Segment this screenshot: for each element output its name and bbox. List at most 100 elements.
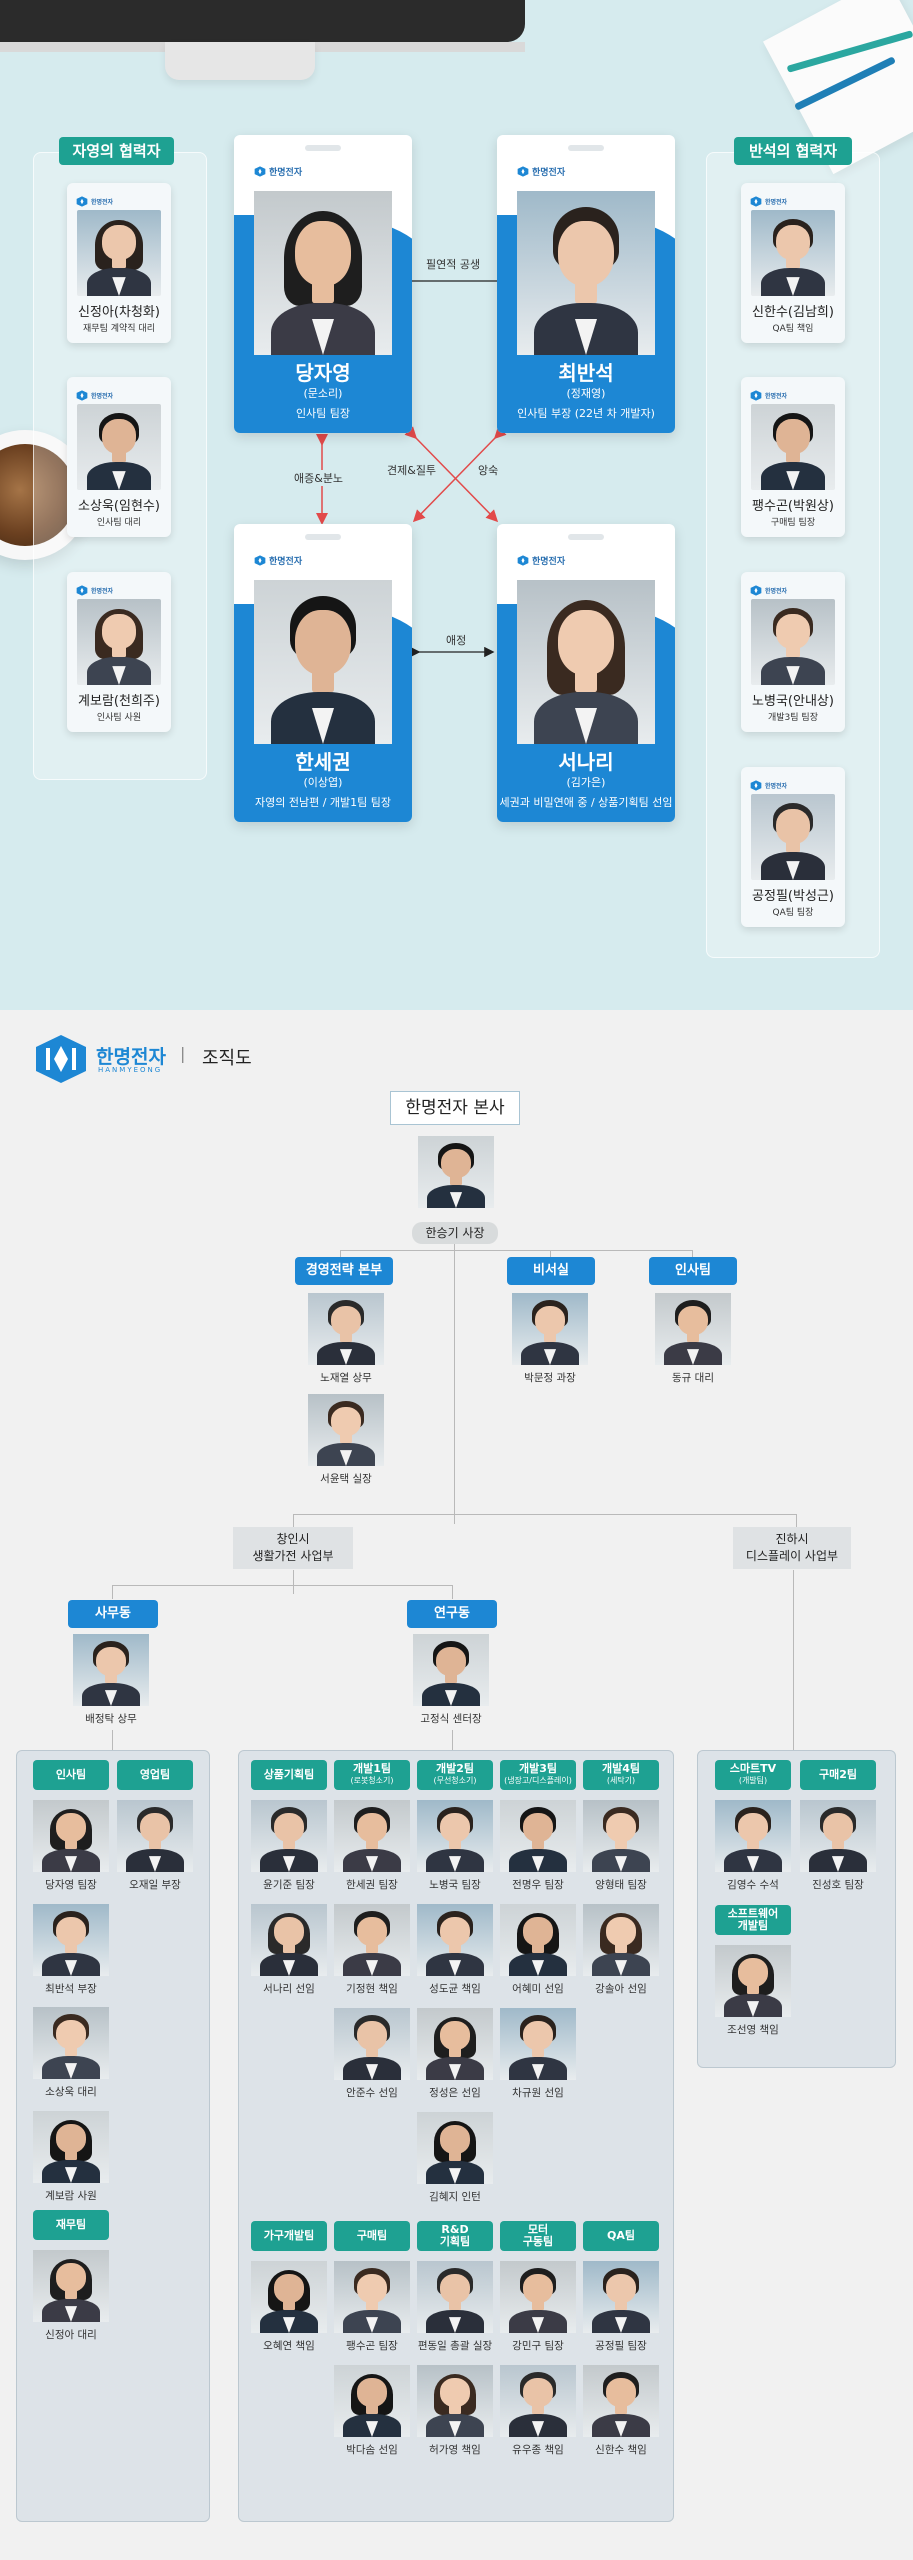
org-person[interactable]: 박문정 과장 bbox=[512, 1293, 588, 1385]
org-person-name: 어혜미 선임 bbox=[512, 1983, 564, 1995]
org-person-name: 김혜지 인턴 bbox=[429, 2191, 481, 2203]
org-person[interactable]: 오재일 부장 bbox=[117, 1800, 193, 1892]
ally-role: 인사팀 대리 bbox=[96, 518, 142, 528]
team-name: 재무팀 bbox=[55, 2218, 87, 2231]
org-person[interactable]: 서윤택 실장 bbox=[308, 1394, 384, 1486]
org-person[interactable]: 오혜연 책임 bbox=[251, 2261, 327, 2353]
org-person[interactable]: 신한수 책임 bbox=[583, 2365, 659, 2457]
org-person[interactable]: 공정필 팀장 bbox=[583, 2261, 659, 2353]
team-name: 개발3팀 bbox=[518, 1762, 557, 1775]
org-person-name: 박문정 과장 bbox=[524, 1372, 576, 1384]
org-person[interactable]: 안준수 선임 bbox=[334, 2008, 410, 2100]
org-person[interactable]: 유우종 책임 bbox=[500, 2365, 576, 2457]
connector-line bbox=[340, 1250, 692, 1251]
org-person-photo bbox=[655, 1293, 731, 1365]
org-person-photo bbox=[500, 1904, 576, 1976]
org-person[interactable]: 당자영 팀장 bbox=[33, 1800, 109, 1892]
org-person-photo bbox=[417, 1800, 493, 1872]
org-person-photo bbox=[583, 1904, 659, 1976]
relation-arrow-cross2 bbox=[412, 426, 507, 523]
org-person[interactable]: 동규 대리 bbox=[655, 1293, 731, 1385]
org-person[interactable]: 허가영 책임 bbox=[417, 2365, 493, 2457]
org-person-photo bbox=[334, 2365, 410, 2437]
character-actor: (문소리) bbox=[303, 387, 343, 400]
org-person[interactable]: 박다솜 선임 bbox=[334, 2365, 410, 2457]
org-person-photo bbox=[33, 1800, 109, 1872]
org-person-name: 강민구 팀장 bbox=[512, 2340, 564, 2352]
org-person-name: 차규원 선임 bbox=[512, 2087, 564, 2099]
org-person-name: 노병국 팀장 bbox=[429, 1879, 481, 1891]
org-person[interactable]: 윤기준 팀장 bbox=[251, 1800, 327, 1892]
org-person[interactable]: 진성호 팀장 bbox=[800, 1800, 876, 1892]
org-person-name: 편동일 총괄 실장 bbox=[417, 2340, 493, 2352]
org-person[interactable]: 성도균 책임 bbox=[417, 1904, 493, 1996]
org-person[interactable]: 정성은 선임 bbox=[417, 2008, 493, 2100]
org-person[interactable]: 전명우 팀장 bbox=[500, 1800, 576, 1892]
org-person[interactable]: 차규원 선임 bbox=[500, 2008, 576, 2100]
card-lanyard-hole bbox=[568, 534, 604, 540]
portrait-photo bbox=[334, 2261, 410, 2333]
org-person-name: 윤기준 팀장 bbox=[263, 1879, 315, 1891]
org-person[interactable]: 김혜지 인턴 bbox=[417, 2112, 493, 2204]
org-person[interactable]: 계보람 사원 bbox=[33, 2111, 109, 2203]
team-label: 가구개발팀 bbox=[251, 2221, 327, 2251]
org-person[interactable]: 최반석 부장 bbox=[33, 1904, 109, 1996]
hq-box: 한명전자 본사 bbox=[390, 1091, 520, 1125]
portrait-photo bbox=[715, 1800, 791, 1872]
org-person[interactable]: 배정탁 상무 bbox=[73, 1634, 149, 1726]
org-person[interactable]: 고정식 센터장 bbox=[413, 1634, 489, 1726]
org-person-photo bbox=[251, 2261, 327, 2333]
team-label: 개발1팀(로봇청소기) bbox=[334, 1760, 410, 1790]
org-person-name: 기정현 책임 bbox=[346, 1983, 398, 1995]
portrait-photo bbox=[417, 2008, 493, 2080]
org-person[interactable]: 강민구 팀장 bbox=[500, 2261, 576, 2353]
org-person[interactable]: 기정현 책임 bbox=[334, 1904, 410, 1996]
ceo-label: 한승기 사장 bbox=[412, 1222, 498, 1244]
portrait-photo bbox=[417, 2261, 493, 2333]
org-person-photo bbox=[417, 1904, 493, 1976]
org-person[interactable]: 팽수곤 팀장 bbox=[334, 2261, 410, 2353]
left-ally-tag: 자영의 협력자 bbox=[59, 137, 174, 165]
org-person[interactable]: 편동일 총괄 실장 bbox=[417, 2261, 493, 2353]
org-person-name: 신한수 책임 bbox=[595, 2444, 647, 2456]
org-person-name: 허가영 책임 bbox=[429, 2444, 481, 2456]
ally-name: 계보람(천희주) bbox=[78, 694, 160, 709]
portrait-photo bbox=[251, 1800, 327, 1872]
org-person[interactable]: 소상욱 대리 bbox=[33, 2007, 109, 2099]
monitor-decor bbox=[0, 0, 525, 42]
org-person-name: 동규 대리 bbox=[672, 1372, 714, 1384]
org-person[interactable]: 노병국 팀장 bbox=[417, 1800, 493, 1892]
org-person-name: 계보람 사원 bbox=[45, 2190, 97, 2202]
team-name: 스마트TV bbox=[729, 1762, 777, 1775]
org-person[interactable]: 신정아 대리 bbox=[33, 2250, 109, 2342]
org-person[interactable]: 한세권 팀장 bbox=[334, 1800, 410, 1892]
character-role: 자영의 전남편 / 개발1팀 팀장 bbox=[254, 796, 391, 809]
org-person[interactable]: 양형태 팀장 bbox=[583, 1800, 659, 1892]
org-person[interactable]: 어혜미 선임 bbox=[500, 1904, 576, 1996]
org-person[interactable]: 노재열 상무 bbox=[308, 1293, 384, 1385]
org-person-photo bbox=[33, 2111, 109, 2183]
org-person-photo bbox=[500, 2008, 576, 2080]
org-person[interactable]: 한승기 사장 bbox=[418, 1136, 494, 1208]
org-person[interactable]: 김영수 수석 bbox=[715, 1800, 791, 1892]
org-person[interactable]: 서나리 선임 bbox=[251, 1904, 327, 1996]
org-person[interactable]: 조선영 책임 bbox=[715, 1945, 791, 2037]
ally-role: 개발3팀 팀장 bbox=[768, 713, 818, 723]
portrait-photo bbox=[751, 404, 835, 490]
org-person-photo bbox=[417, 2261, 493, 2333]
card-logo: 한명전자 bbox=[750, 580, 794, 596]
org-person[interactable]: 강솔아 선임 bbox=[583, 1904, 659, 1996]
